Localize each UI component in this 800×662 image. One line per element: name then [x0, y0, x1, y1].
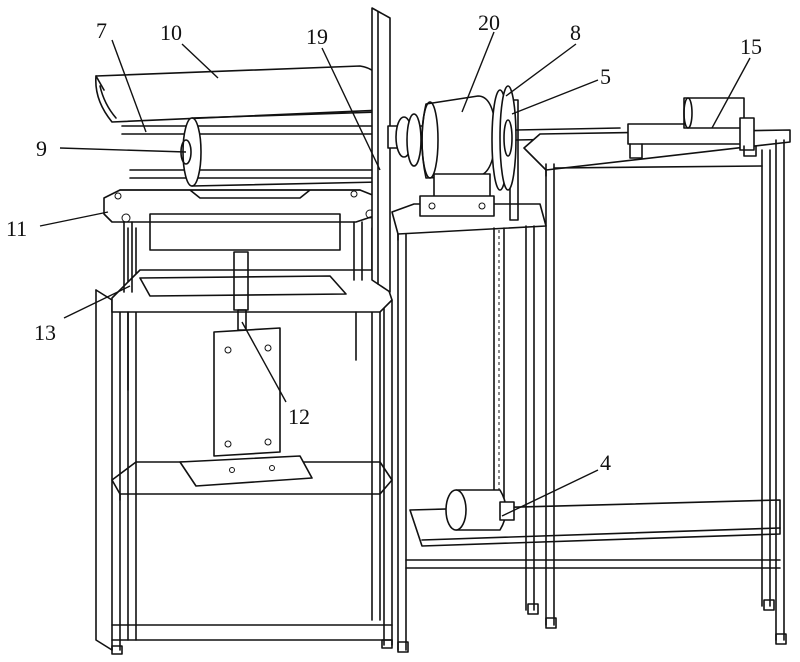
callout-15: 15 [740, 34, 762, 59]
callout-7: 7 [96, 18, 107, 43]
left-frame [95, 227, 393, 655]
divider-plate [371, 7, 391, 293]
frame-plate [103, 189, 381, 293]
callout-19: 19 [306, 24, 328, 49]
callout-numbers: 7 10 9 11 13 12 19 20 8 5 15 4 [6, 10, 762, 475]
callout-20: 20 [478, 10, 500, 35]
lower-motor [445, 489, 515, 531]
callout-4: 4 [600, 450, 611, 475]
leader-lines [39, 31, 751, 517]
callout-13: 13 [34, 320, 56, 345]
upper-motor-unit [387, 85, 621, 217]
right-frame [523, 129, 791, 645]
lower-tray [409, 499, 781, 547]
linear-actuator [627, 97, 757, 159]
callout-11: 11 [6, 216, 27, 241]
callout-12: 12 [288, 404, 310, 429]
callout-10: 10 [160, 20, 182, 45]
callout-8: 8 [570, 20, 581, 45]
center-frame [391, 203, 781, 653]
callout-5: 5 [600, 64, 611, 89]
callout-9: 9 [36, 136, 47, 161]
cover-and-rods [95, 65, 386, 187]
